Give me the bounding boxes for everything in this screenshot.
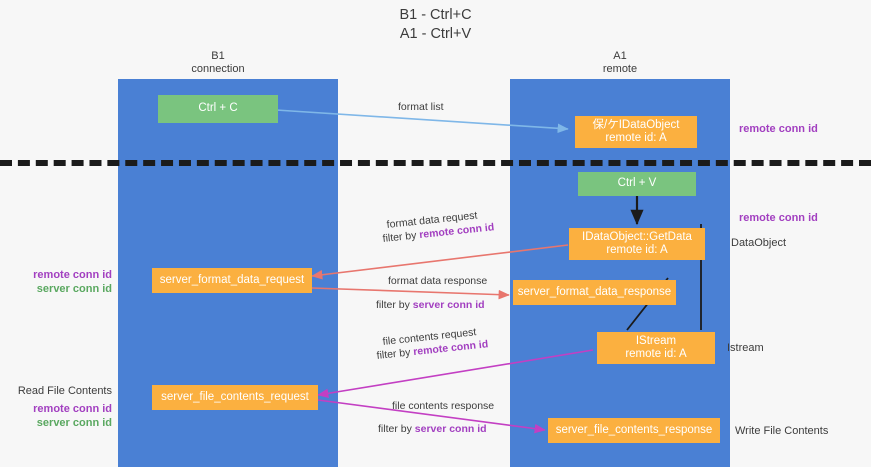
lane-a1-sub: remote [602, 63, 638, 75]
box-idataobject[interactable]: 保/ケIDataObject remote id: A [575, 116, 697, 148]
page-title: B1 - Ctrl+C A1 - Ctrl+V [0, 6, 871, 44]
box-format-request-label: server_format_data_request [159, 273, 305, 286]
lane-header-b1: B1 connection [158, 50, 278, 76]
box-file-response-label: server_file_contents_response [555, 423, 713, 436]
title-line-2: A1 - Ctrl+V [399, 26, 472, 42]
filter-prefix-1: filter by [382, 229, 420, 245]
edge-label-format-list-text: format list [398, 101, 444, 113]
box-server-format-data-request[interactable]: server_format_data_request [152, 268, 312, 293]
box-idataobject-line2: remote id: A [605, 132, 667, 144]
edge-label-file-contents-response-filter: filter by server conn id [378, 422, 487, 436]
lane-a1-name: A1 [613, 50, 627, 62]
phase-divider [0, 160, 871, 166]
box-istream-line2: remote id: A [625, 348, 687, 360]
box-idataobject-getdata[interactable]: IDataObject::GetData remote id: A [569, 228, 705, 260]
box-istream[interactable]: IStream remote id: A [597, 332, 715, 364]
box-getdata-line2: remote id: A [606, 244, 668, 256]
box-server-file-contents-response[interactable]: server_file_contents_response [548, 418, 720, 443]
box-istream-line1: IStream [635, 334, 677, 347]
filter-prefix-3: filter by [376, 346, 414, 362]
edge-label-file-contents-response: file contents response [392, 399, 494, 413]
box-ctrl-v-label: Ctrl + V [617, 177, 657, 190]
annotation-write-file-contents: Write File Contents [735, 425, 829, 437]
annotation-left-server-conn-id-2: server conn id [36, 417, 112, 429]
annotation-left-remote-conn-id: remote conn id [33, 269, 112, 281]
arrow-format-data-response [311, 287, 510, 300]
filter-prefix-4: filter by [378, 423, 415, 435]
annotation-remote-conn-id-mid: remote conn id [739, 212, 818, 224]
annotation-dataobject: DataObject [731, 237, 787, 249]
box-idataobject-line1: 保/ケIDataObject [592, 118, 680, 131]
edge-label-format-list: format list [398, 100, 444, 114]
box-file-request-label: server_file_contents_request [161, 390, 309, 403]
filter-prefix-2: filter by [376, 299, 413, 311]
box-server-file-contents-request[interactable]: server_file_contents_request [152, 385, 318, 410]
box-ctrl-c-label: Ctrl + C [198, 102, 238, 115]
box-server-format-data-response[interactable]: server_format_data_response [513, 280, 676, 305]
annotation-left-remote-conn-id-2: remote conn id [33, 403, 112, 415]
edge-label-format-data-response-filter: filter by server conn id [376, 298, 485, 312]
edge-label-file-contents-response-text: file contents response [392, 400, 495, 412]
annotation-read-file-contents: Read File Contents [17, 385, 112, 397]
edge-label-format-data-response: format data response [388, 274, 487, 288]
lane-header-a1: A1 remote [560, 50, 680, 76]
box-ctrl-v[interactable]: Ctrl + V [578, 172, 696, 196]
annotation-istream: Istream [727, 342, 764, 354]
edge-label-format-data-response-text: format data response [388, 275, 488, 287]
filter-key-server-conn-id-2: server conn id [414, 423, 487, 435]
annotation-remote-conn-id-top: remote conn id [739, 123, 818, 135]
title-line-1: B1 - Ctrl+C [399, 7, 472, 23]
filter-key-server-conn-id-1: server conn id [412, 299, 485, 311]
box-format-response-label: server_format_data_response [517, 285, 672, 298]
lane-b1-name: B1 [211, 50, 225, 62]
box-getdata-line1: IDataObject::GetData [582, 230, 692, 243]
annotation-left-server-conn-id: server conn id [36, 283, 112, 295]
lane-b1-sub: connection [191, 63, 245, 75]
box-ctrl-c[interactable]: Ctrl + C [158, 95, 278, 123]
